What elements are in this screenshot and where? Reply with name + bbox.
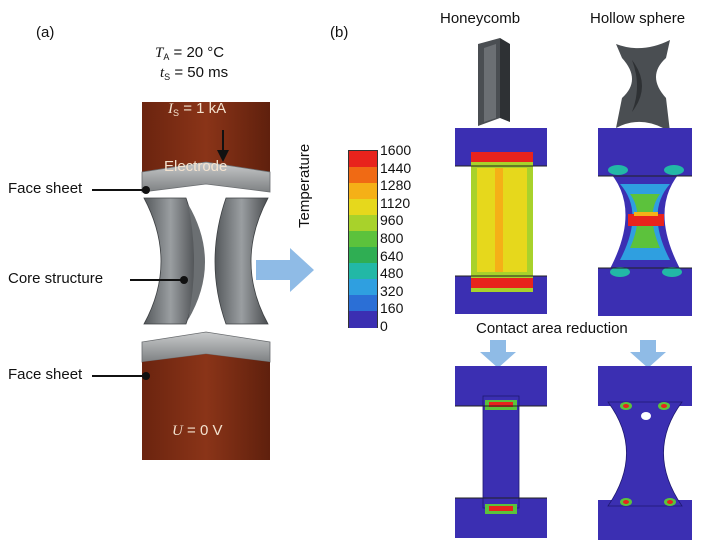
voltage-symbol: U xyxy=(172,423,183,439)
callout-core-structure: Core structure xyxy=(8,270,104,287)
colorbar-band xyxy=(349,231,377,248)
leader-dot-face-sheet-bottom xyxy=(142,372,150,380)
column-header-hollow-sphere: Hollow sphere xyxy=(590,10,686,27)
ambient-temp-value: = 20 °C xyxy=(173,44,225,61)
colorbar-band xyxy=(349,151,377,168)
colorbar-band xyxy=(349,199,377,216)
colorbar-band xyxy=(349,167,377,184)
colorbar-tick-label: 1120 xyxy=(380,194,411,211)
colorbar-tick-label: 320 xyxy=(380,282,404,299)
panel-a-label: (a) xyxy=(36,24,55,41)
honeycomb-geometry xyxy=(478,38,510,126)
bottom-electrode xyxy=(142,354,270,460)
time-value: = 50 ms xyxy=(174,64,229,81)
colorbar-band xyxy=(349,247,377,264)
contact-arrow-hollow-sphere xyxy=(630,340,666,368)
current-subscript: S xyxy=(173,108,180,118)
hollow-sphere-geometry xyxy=(616,40,670,132)
contact-area-reduction-label: Contact area reduction xyxy=(476,320,628,337)
honeycomb-reduced-contact-field xyxy=(455,366,547,538)
current-label: IS = 1 kA xyxy=(168,100,226,118)
leader-dot-face-sheet-top xyxy=(142,186,150,194)
callout-face-sheet-top: Face sheet xyxy=(8,180,83,197)
time-subscript: S xyxy=(164,72,171,82)
voltage-value: = 0 V xyxy=(187,422,223,439)
hollow-sphere-reduced-contact-field xyxy=(598,366,692,540)
current-value: = 1 kA xyxy=(183,100,227,117)
current-symbol: I xyxy=(168,101,173,117)
colorbar-band xyxy=(349,215,377,232)
colorbar-tick-label: 480 xyxy=(380,265,404,282)
colorbar-tick-label: 0 xyxy=(380,318,388,334)
colorbar-band xyxy=(349,279,377,296)
colorbar-band xyxy=(349,295,377,312)
colorbar-tick-label: 960 xyxy=(380,212,404,229)
honeycomb-temperature-field xyxy=(455,128,547,314)
ambient-temp-subscript: A xyxy=(163,52,170,62)
colorbar-tick-label: 1280 xyxy=(380,177,412,194)
colorbar-band xyxy=(349,263,377,280)
top-electrode xyxy=(142,102,270,172)
colorbar-tick-label: 160 xyxy=(380,300,404,317)
sandwich-specimen-drawing xyxy=(141,102,271,460)
callout-face-sheet-bottom: Face sheet xyxy=(8,366,83,383)
panel-transition-arrow xyxy=(256,248,314,292)
colorbar-tick-label: 640 xyxy=(380,247,404,264)
hollow-sphere-temperature-field xyxy=(598,128,692,316)
colorbar-title: Temperature xyxy=(296,143,313,228)
colorbar-band xyxy=(349,311,377,328)
leader-face-sheet-top xyxy=(92,189,146,191)
colorbar-tick-label: 1440 xyxy=(380,159,412,176)
panel-b-label: (b) xyxy=(330,24,349,41)
voltage-label: U = 0 V xyxy=(172,422,222,440)
time-symbol: t xyxy=(160,65,165,81)
ambient-temperature-label: TA = 20 °C xyxy=(155,44,224,62)
contact-arrow-honeycomb xyxy=(480,340,516,368)
colorbar-tick-label: 800 xyxy=(380,230,404,246)
leader-core-structure xyxy=(130,279,184,281)
leader-face-sheet-bottom xyxy=(92,375,146,377)
time-label: tS = 50 ms xyxy=(160,64,228,82)
electrode-label: Electrode xyxy=(164,158,228,175)
colorbar xyxy=(348,150,378,328)
colorbar-tick-label: 1600 xyxy=(380,142,412,158)
ambient-temp-symbol: T xyxy=(155,45,164,61)
column-header-honeycomb: Honeycomb xyxy=(440,10,521,27)
colorbar-band xyxy=(349,183,377,200)
leader-dot-core-structure xyxy=(180,276,188,284)
core-structure xyxy=(143,197,198,325)
